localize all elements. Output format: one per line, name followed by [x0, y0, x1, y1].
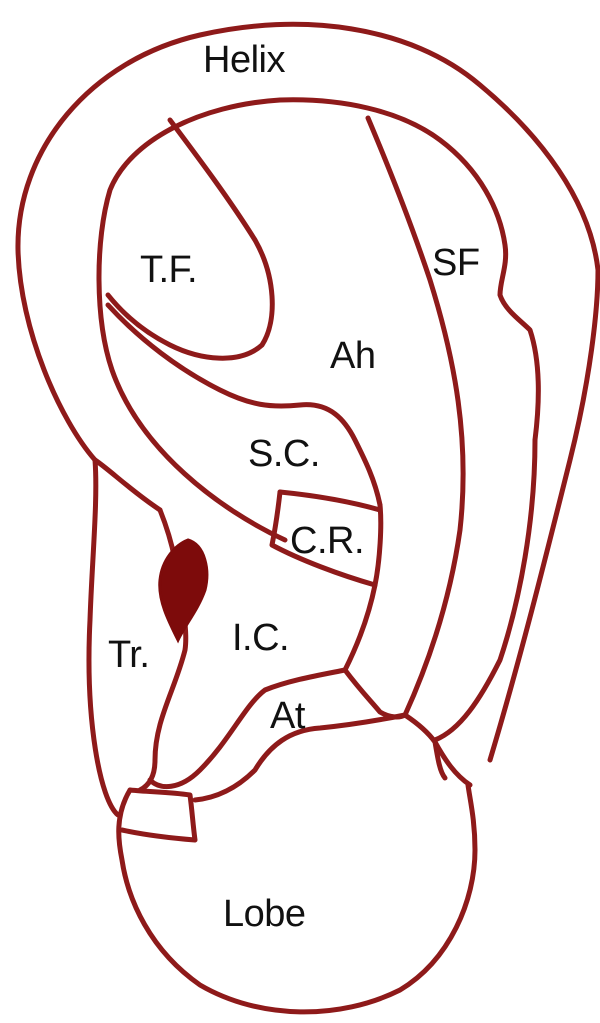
- lobe-upper-box: [122, 790, 195, 840]
- label-tragus: Tr.: [108, 634, 149, 676]
- inferior-concha-edge: [345, 585, 375, 670]
- label-inferior-concha: I.C.: [232, 617, 289, 659]
- ear-right-edge: [490, 270, 598, 760]
- label-antihelix: Ah: [330, 335, 375, 377]
- label-scaphoid-fossa: SF: [432, 242, 480, 284]
- label-lobe: Lobe: [223, 893, 306, 935]
- label-helix: Helix: [203, 39, 285, 81]
- tragus-outer: [95, 460, 160, 510]
- label-superior-concha: S.C.: [248, 433, 320, 475]
- ear-canal: [160, 540, 207, 640]
- label-triangular-fossa: T.F.: [140, 249, 197, 291]
- scaphoid-fossa-inner: [368, 118, 463, 715]
- lobe-connector: [405, 715, 470, 785]
- label-crus-root: C.R.: [290, 520, 364, 562]
- label-antitragus: At: [270, 695, 306, 737]
- superior-concha-lower: [280, 492, 380, 510]
